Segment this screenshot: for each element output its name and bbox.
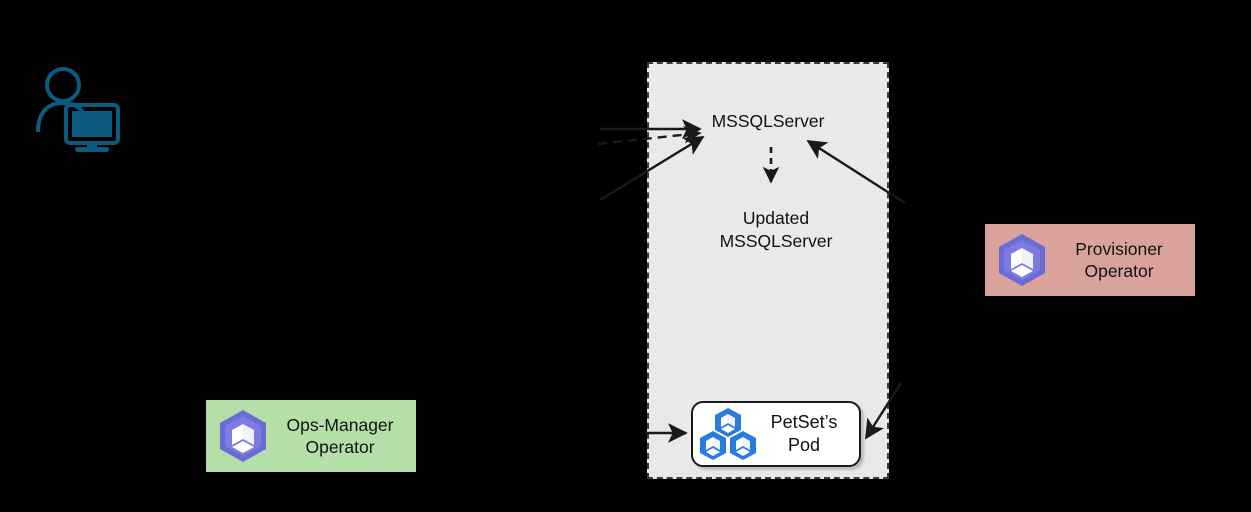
updated-mssqlserver-label: Updated MSSQLServer: [719, 208, 833, 251]
edge-to-petset-pod-right: [864, 382, 903, 440]
edge-provisioner-to-mssqlserver: [806, 139, 906, 205]
user-workstation-icon: [36, 67, 120, 152]
provisioner-operator-label: Provisioner Operator: [1075, 238, 1163, 281]
operator-hexagon-icon: [220, 410, 266, 462]
edge-to-mssqlserver-diagonal: [599, 135, 705, 202]
ops-manager-operator-node[interactable]: Ops-Manager Operator: [206, 400, 416, 472]
provisioner-operator-node[interactable]: Provisioner Operator: [985, 224, 1195, 296]
petset-pod-label: PetSet’s Pod: [770, 411, 838, 455]
edge-to-mssqlserver-dashed: [597, 125, 702, 146]
petset-pod-node[interactable]: PetSet’s Pod: [691, 401, 861, 467]
ops-manager-operator-label: Ops-Manager Operator: [286, 414, 394, 457]
mssqlserver-label: MSSQLServer: [711, 111, 825, 131]
kubernetes-pods-icon: [700, 408, 756, 460]
operator-hexagon-icon: [999, 234, 1045, 286]
